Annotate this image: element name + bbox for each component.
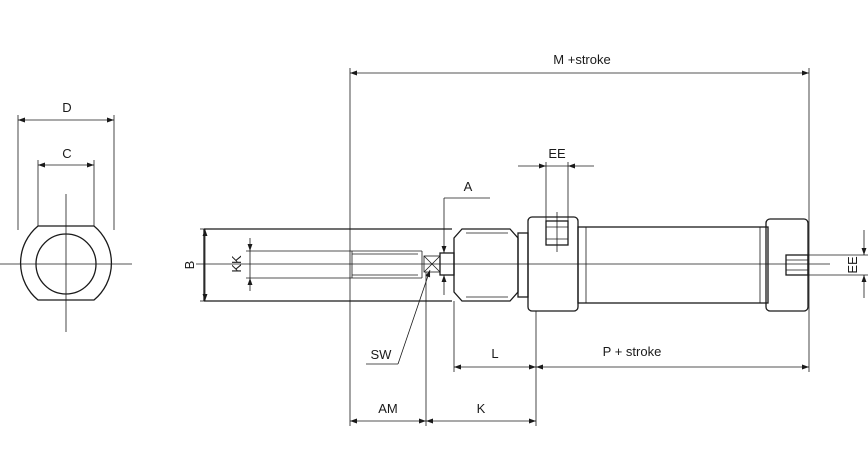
dimension-c-label: C bbox=[62, 146, 71, 161]
dimension-sw-label: SW bbox=[371, 347, 393, 362]
end-view-body bbox=[20, 225, 112, 301]
dimension-kk-label: KK bbox=[229, 255, 244, 273]
dimension-p-label: P + stroke bbox=[603, 344, 662, 359]
dimension-k-label: K bbox=[477, 401, 486, 416]
dimension-m-label: M +stroke bbox=[553, 52, 610, 67]
rear-port bbox=[785, 254, 809, 276]
dimension-ee-top-label: EE bbox=[548, 146, 566, 161]
dimension-a-label: A bbox=[464, 179, 473, 194]
barrel bbox=[577, 226, 769, 304]
dimension-d-label: D bbox=[62, 100, 71, 115]
dimension-l-label: L bbox=[491, 346, 498, 361]
end-view: D C bbox=[0, 100, 132, 332]
rear-head bbox=[765, 218, 809, 312]
dimension-ee-right-label: EE bbox=[845, 256, 860, 274]
dimension-b-label: B bbox=[182, 261, 197, 270]
side-view bbox=[196, 212, 830, 312]
dimensions: M +stroke B KK A EE EE SW bbox=[182, 52, 868, 426]
dimension-am-label: AM bbox=[378, 401, 398, 416]
front-nose bbox=[453, 228, 519, 302]
